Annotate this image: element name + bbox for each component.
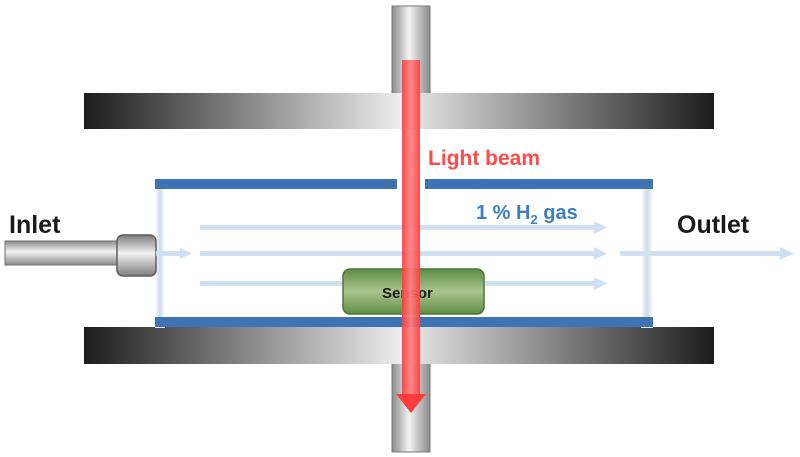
arrow-down-icon: [396, 394, 426, 413]
gas-label-suffix: gas: [538, 202, 578, 224]
light-beam-label: Light beam: [428, 147, 540, 170]
gas-label: 1 % H2 gas: [476, 202, 578, 227]
inlet-fitting: [116, 234, 157, 277]
arrow-right-icon: [200, 221, 607, 234]
gas-label-prefix: 1 % H: [476, 202, 530, 224]
top-plate: [84, 93, 714, 129]
chamber-top-wall-left: [155, 179, 397, 189]
bottom-plate: [84, 327, 714, 364]
outlet-label: Outlet: [677, 211, 750, 239]
gas-label-subscript: 2: [530, 212, 537, 227]
arrow-right-icon: [200, 247, 607, 260]
light-beam: [396, 60, 426, 413]
inlet-tube: [4, 240, 124, 266]
light-beam-shaft: [402, 60, 420, 396]
inlet-label: Inlet: [9, 211, 61, 239]
arrow-right-icon: [620, 247, 794, 260]
arrow-right-icon: [156, 248, 192, 259]
chamber-top-wall-right: [425, 179, 653, 189]
